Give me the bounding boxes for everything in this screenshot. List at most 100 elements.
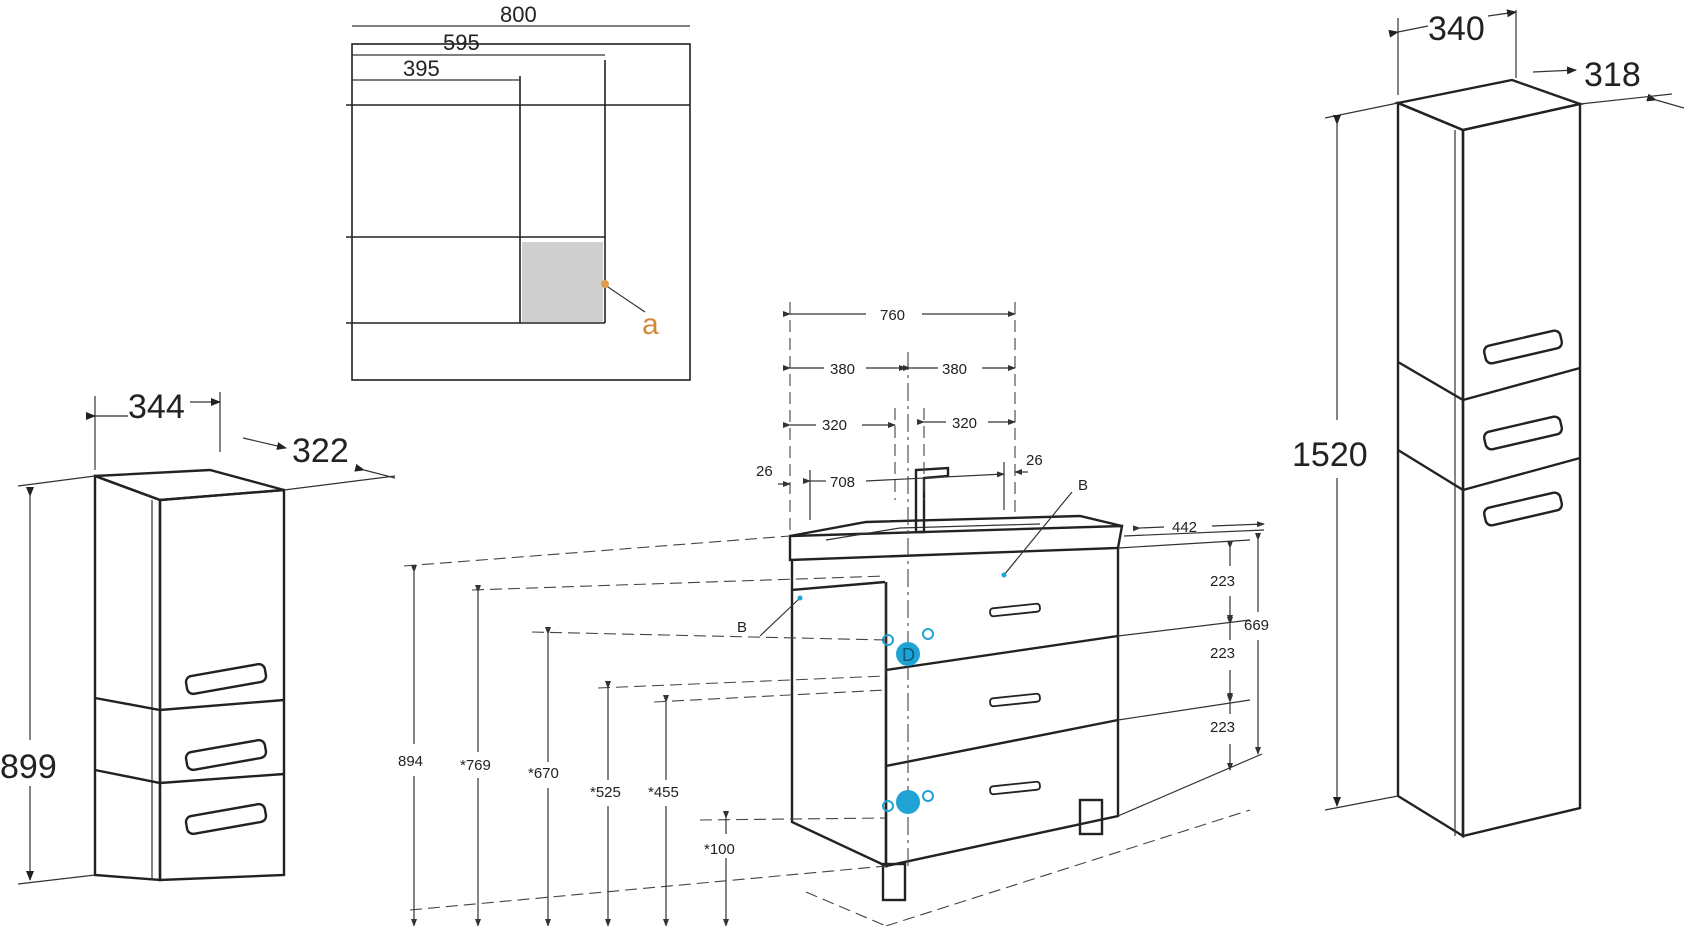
vanity-dim-455: *455 [648,784,679,801]
vanity-dim-320-right: 320 [952,415,977,432]
tall-cabinet: 340 318 1520 [1292,9,1684,839]
vanity-leg-left [881,862,907,902]
plan-dim-800: 800 [500,2,537,27]
ext-455 [653,689,887,703]
left-cabinet-handle-2 [184,738,268,772]
plan-dim-595: 595 [443,30,480,55]
tall-cabinet-front [1461,102,1582,838]
b-left-dot [797,595,803,601]
vanity-dim-100: *100 [704,841,735,858]
tall-cabinet-handle-3 [1482,491,1564,527]
ext-670 [531,631,887,641]
ext-769 [471,575,887,591]
vanity-drawer-split-2 [885,718,1119,768]
left-dim-899-ext-bot [17,874,96,885]
vanity-label-b-top: B [1078,477,1088,494]
vanity-handle-2 [989,692,1041,708]
marker-c-bottom-left [882,800,894,812]
vanity-dim-525: *525 [590,784,621,801]
ext-525 [597,675,887,689]
tall-cabinet-handle-2 [1482,415,1564,451]
vanity-handle-1 [989,602,1041,618]
vanity-leg-right [1078,798,1104,836]
vanity-dim-380-right: 380 [942,361,967,378]
plan-label-a: a [642,308,659,341]
ext-894 [403,535,791,567]
dim-442-l [1132,525,1165,532]
vanity-dim-223-1: 223 [1210,573,1235,590]
plan-view: 800 595 395 a [346,2,691,381]
vanity-marker-d-top: D [902,645,915,665]
plan-a-dot [601,280,609,288]
left-cabinet-top [94,468,285,502]
b-top-leader [1003,491,1073,576]
plan-a-leader [604,284,646,313]
vanity-front [884,548,1120,868]
tall-cabinet-handle-1 [1482,329,1564,365]
tall-dim-318-arrow-r [1646,93,1684,109]
vanity-dim-26-left: 26 [756,463,773,480]
vanity-dim-894: 894 [398,753,423,770]
floor-line-left [409,865,887,911]
vanity-dim-760: 760 [880,307,905,324]
plan-outer-frame [351,43,691,381]
vanity-dim-223-3: 223 [1210,719,1235,736]
tall-dim-318-ext [1579,93,1673,105]
ext-442 [1123,529,1265,537]
tall-cabinet-top [1393,78,1585,132]
tall-cabinet-split-1 [1397,360,1581,402]
vanity-dim-320-left: 320 [822,417,847,434]
plan-dim-395: 395 [403,56,440,81]
b-left-leader [759,597,801,637]
vanity-dim-442: 442 [1172,519,1197,536]
vanity-label-b-left: B [737,619,747,636]
tall-dim-340-arrow-r [1487,9,1517,18]
left-cabinet-split-2 [94,768,285,785]
vanity-unit: 760 380 380 320 320 708 26 26 B B D [398,302,1269,926]
left-dim-899: 899 [0,748,57,786]
b-top-dot [1001,572,1007,578]
vanity-dim-223-2: 223 [1210,645,1235,662]
ext-top-right [1117,539,1251,549]
left-cabinet-handle-3 [184,802,268,836]
left-cabinet-side [93,474,162,882]
tall-dim-1520-ext-top [1324,102,1399,119]
tall-dim-1520-ext-bot [1324,795,1399,811]
left-cabinet-handle-1 [184,662,268,696]
left-cabinet-front [158,488,286,882]
tall-cabinet-split-2 [1397,448,1581,492]
marker-d-top [896,642,920,666]
marker-d-bottom [896,790,920,814]
dim-442-r [1211,521,1265,528]
marker-c-top-right [922,628,934,640]
vanity-drawer-split-1 [885,634,1119,672]
left-cabinet-split-1 [94,696,285,712]
vanity-handle-3 [989,780,1041,796]
tall-dim-318: 318 [1584,56,1641,94]
vanity-dim-380-left: 380 [830,361,855,378]
marker-c-bottom-right [922,790,934,802]
vanity-dim-670: *670 [528,765,559,782]
tall-dim-340-arrow-l [1388,25,1429,38]
vanity-dim-26-right: 26 [1026,452,1043,469]
floor-line-right [885,809,1251,926]
left-dim-322-arrow-l [242,437,287,450]
vanity-dim-708: 708 [830,474,855,491]
plan-shaded-area [522,242,603,322]
ext-split2-right [1117,699,1251,721]
left-dim-899-ext-top [17,475,96,487]
left-dim-322: 322 [292,432,349,470]
tall-dim-340: 340 [1428,10,1485,48]
ext-bottom-right [1117,753,1263,817]
left-dim-322-ext [283,475,396,491]
left-cabinet: 344 322 899 [0,388,396,885]
tall-dim-1520: 1520 [1292,436,1368,474]
left-dim-344: 344 [128,388,185,426]
floor-line-front [805,891,887,926]
basin-front-rim [788,524,1124,562]
basin-bowl-edge [825,523,1041,541]
ext-100 [699,817,887,821]
vanity-dim-669: 669 [1244,617,1269,634]
tall-dim-318-arrow-l [1532,66,1577,75]
